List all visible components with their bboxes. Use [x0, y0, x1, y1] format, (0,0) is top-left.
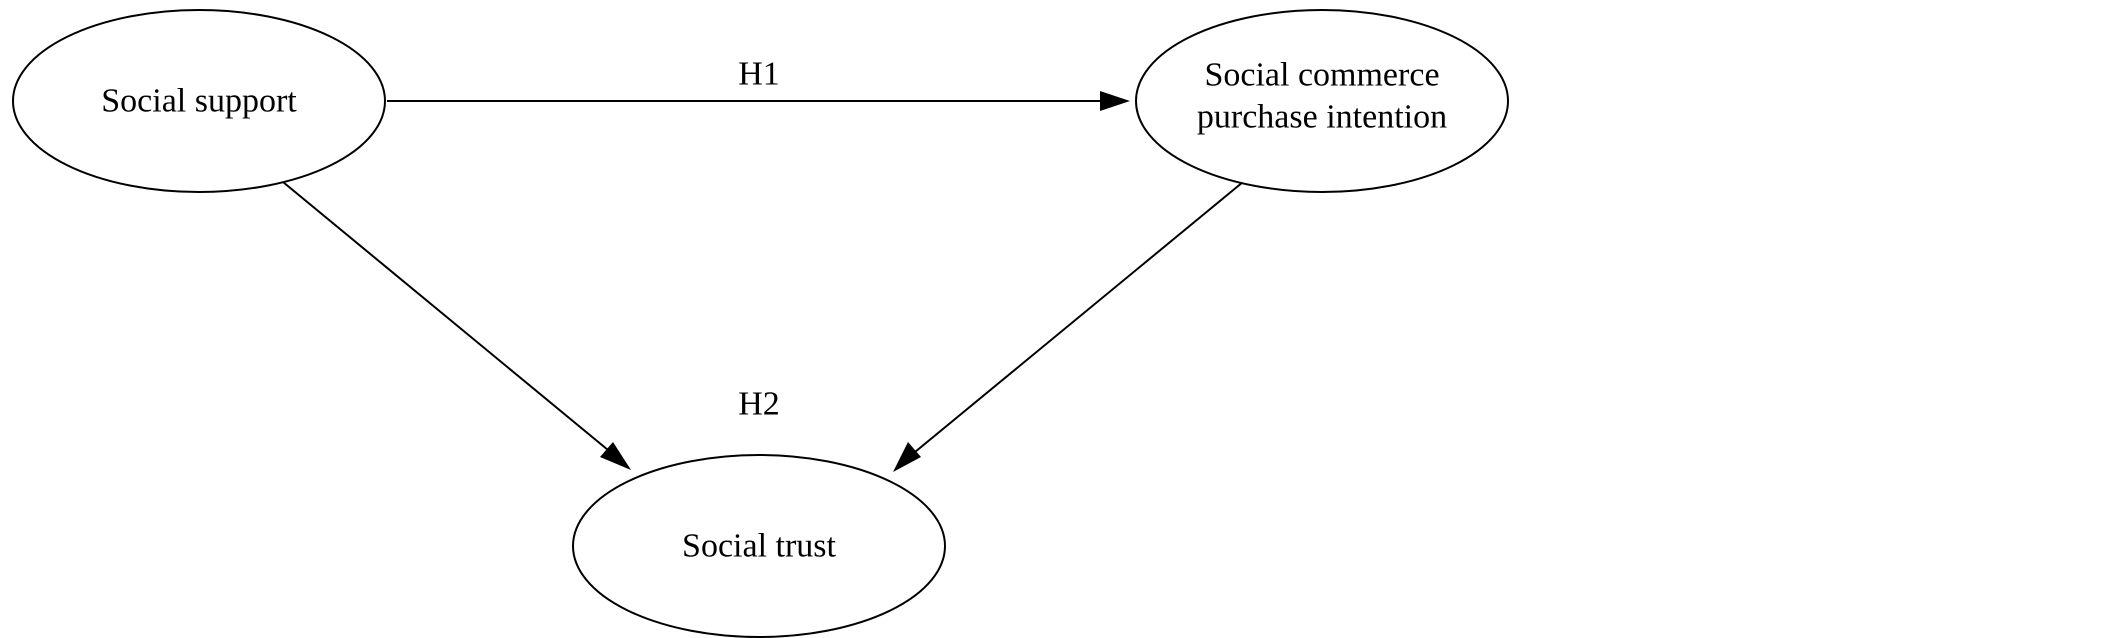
node-purchase-intention: Social commerce purchase intention — [1135, 9, 1509, 193]
edge-support-to-trust-line — [282, 181, 609, 451]
node-purchase-intention-label-line2: purchase intention — [1197, 99, 1447, 136]
node-social-trust-ellipse — [572, 454, 946, 638]
edge-intention-to-trust-line — [914, 181, 1244, 453]
node-social-support-ellipse — [12, 9, 386, 193]
edge-h2-label: H2 — [738, 386, 780, 423]
edge-h1 — [387, 91, 1130, 111]
node-social-support-label: Social support — [101, 83, 297, 120]
edge-support-to-trust — [282, 181, 631, 470]
edge-h1-label: H1 — [738, 56, 780, 93]
node-social-trust: Social trust — [572, 454, 946, 638]
node-purchase-intention-ellipse — [1135, 9, 1509, 193]
edge-intention-to-trust — [893, 181, 1244, 472]
edge-h1-arrowhead — [1100, 91, 1130, 111]
edge-support-to-trust-arrowhead — [600, 442, 631, 470]
node-social-trust-label: Social trust — [682, 528, 836, 565]
node-purchase-intention-label-line1: Social commerce — [1204, 57, 1439, 94]
node-social-support: Social support — [12, 9, 386, 193]
edge-intention-to-trust-arrowhead — [893, 442, 921, 472]
